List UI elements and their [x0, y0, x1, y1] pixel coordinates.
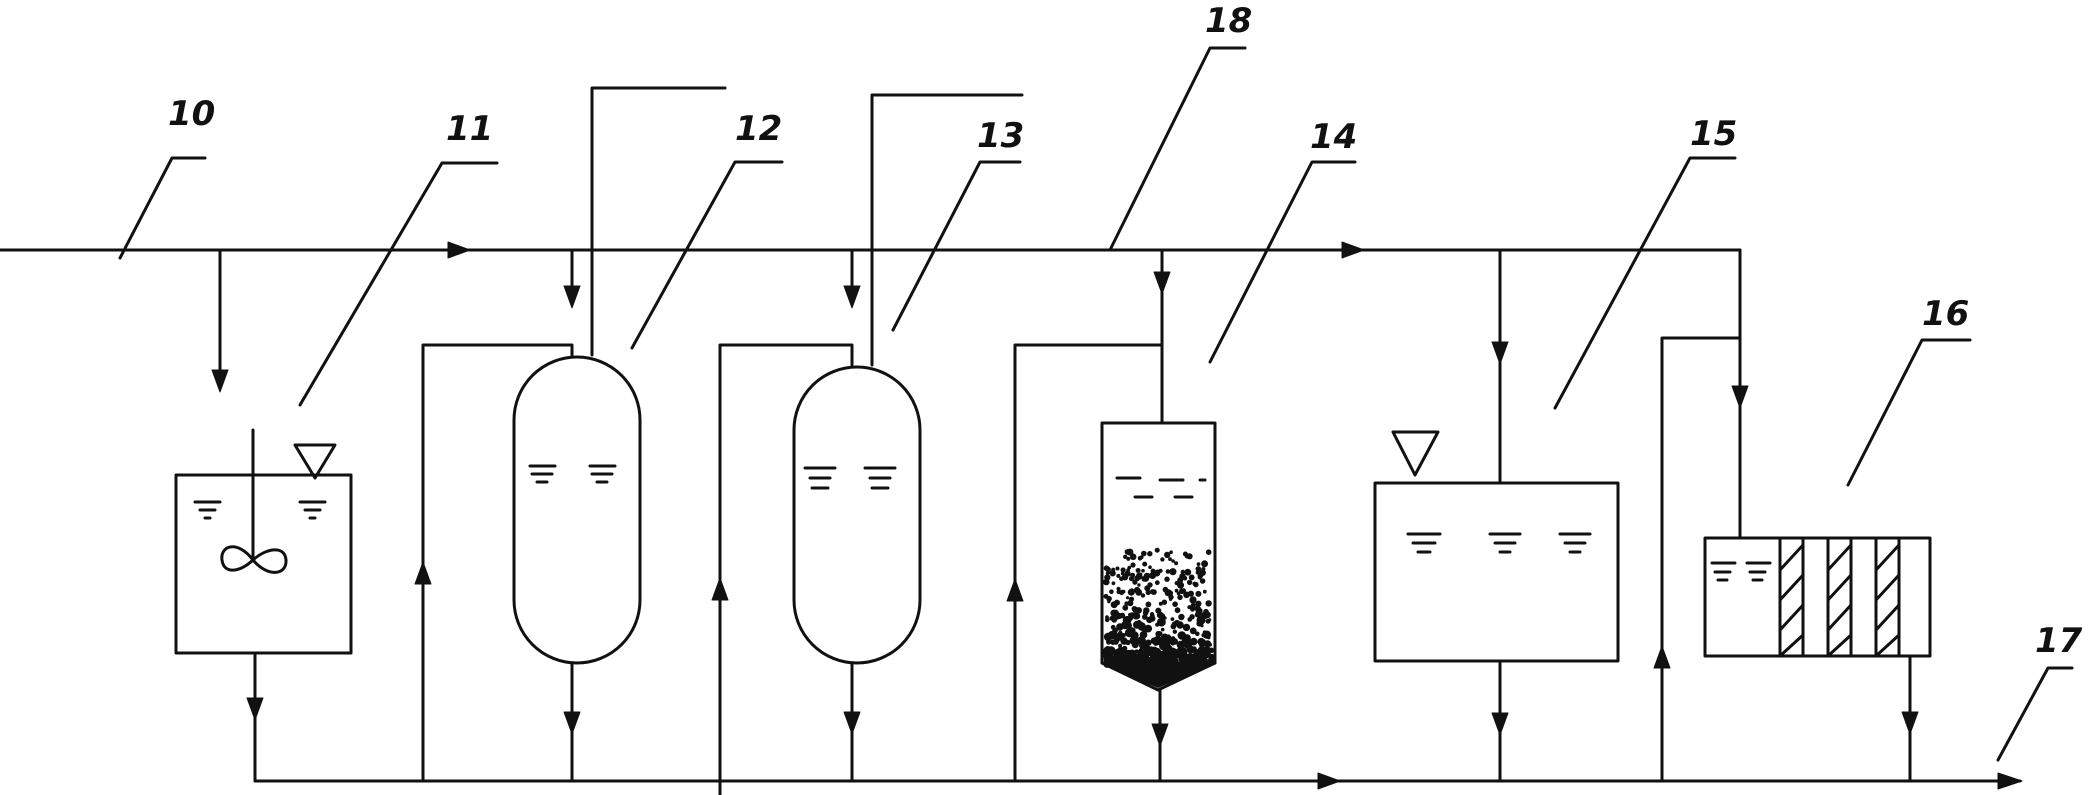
- unit-14-filter-column: [1006, 248, 1217, 783]
- bottom-discharge-line: [253, 772, 2023, 790]
- filter-media: [1101, 547, 1216, 688]
- liquid-level-marks-11: [193, 500, 327, 520]
- liquid-level-marks-16: [1710, 561, 1772, 582]
- liquid-level-marks-13: [803, 466, 897, 490]
- label-13: 13: [977, 116, 1024, 156]
- unit-13-vessel: [711, 93, 1024, 795]
- unit-12-vessel: [414, 86, 727, 783]
- reference-labels: 10 11 12 13 14 15 16 17 18: [168, 1, 2083, 661]
- label-15: 15: [1690, 114, 1737, 154]
- label-10: 10: [168, 94, 215, 134]
- label-12: 12: [735, 109, 782, 149]
- liquid-level-marks-14: [1115, 476, 1207, 499]
- leader-lines: [118, 46, 2074, 762]
- unit-11-stirred-tank: [174, 248, 353, 783]
- top-feed-line: [0, 241, 1742, 259]
- label-18: 18: [1205, 1, 1252, 41]
- unit-16-membrane-unit: [1653, 248, 1932, 783]
- unit-15-tank: [1373, 248, 1620, 783]
- label-14: 14: [1310, 117, 1357, 157]
- label-17: 17: [2035, 621, 2083, 661]
- hatched-plates: [1778, 536, 1901, 658]
- label-11: 11: [446, 109, 493, 149]
- liquid-level-marks-12: [528, 464, 617, 484]
- label-16: 16: [1922, 294, 1969, 334]
- liquid-level-marks-15: [1406, 532, 1592, 554]
